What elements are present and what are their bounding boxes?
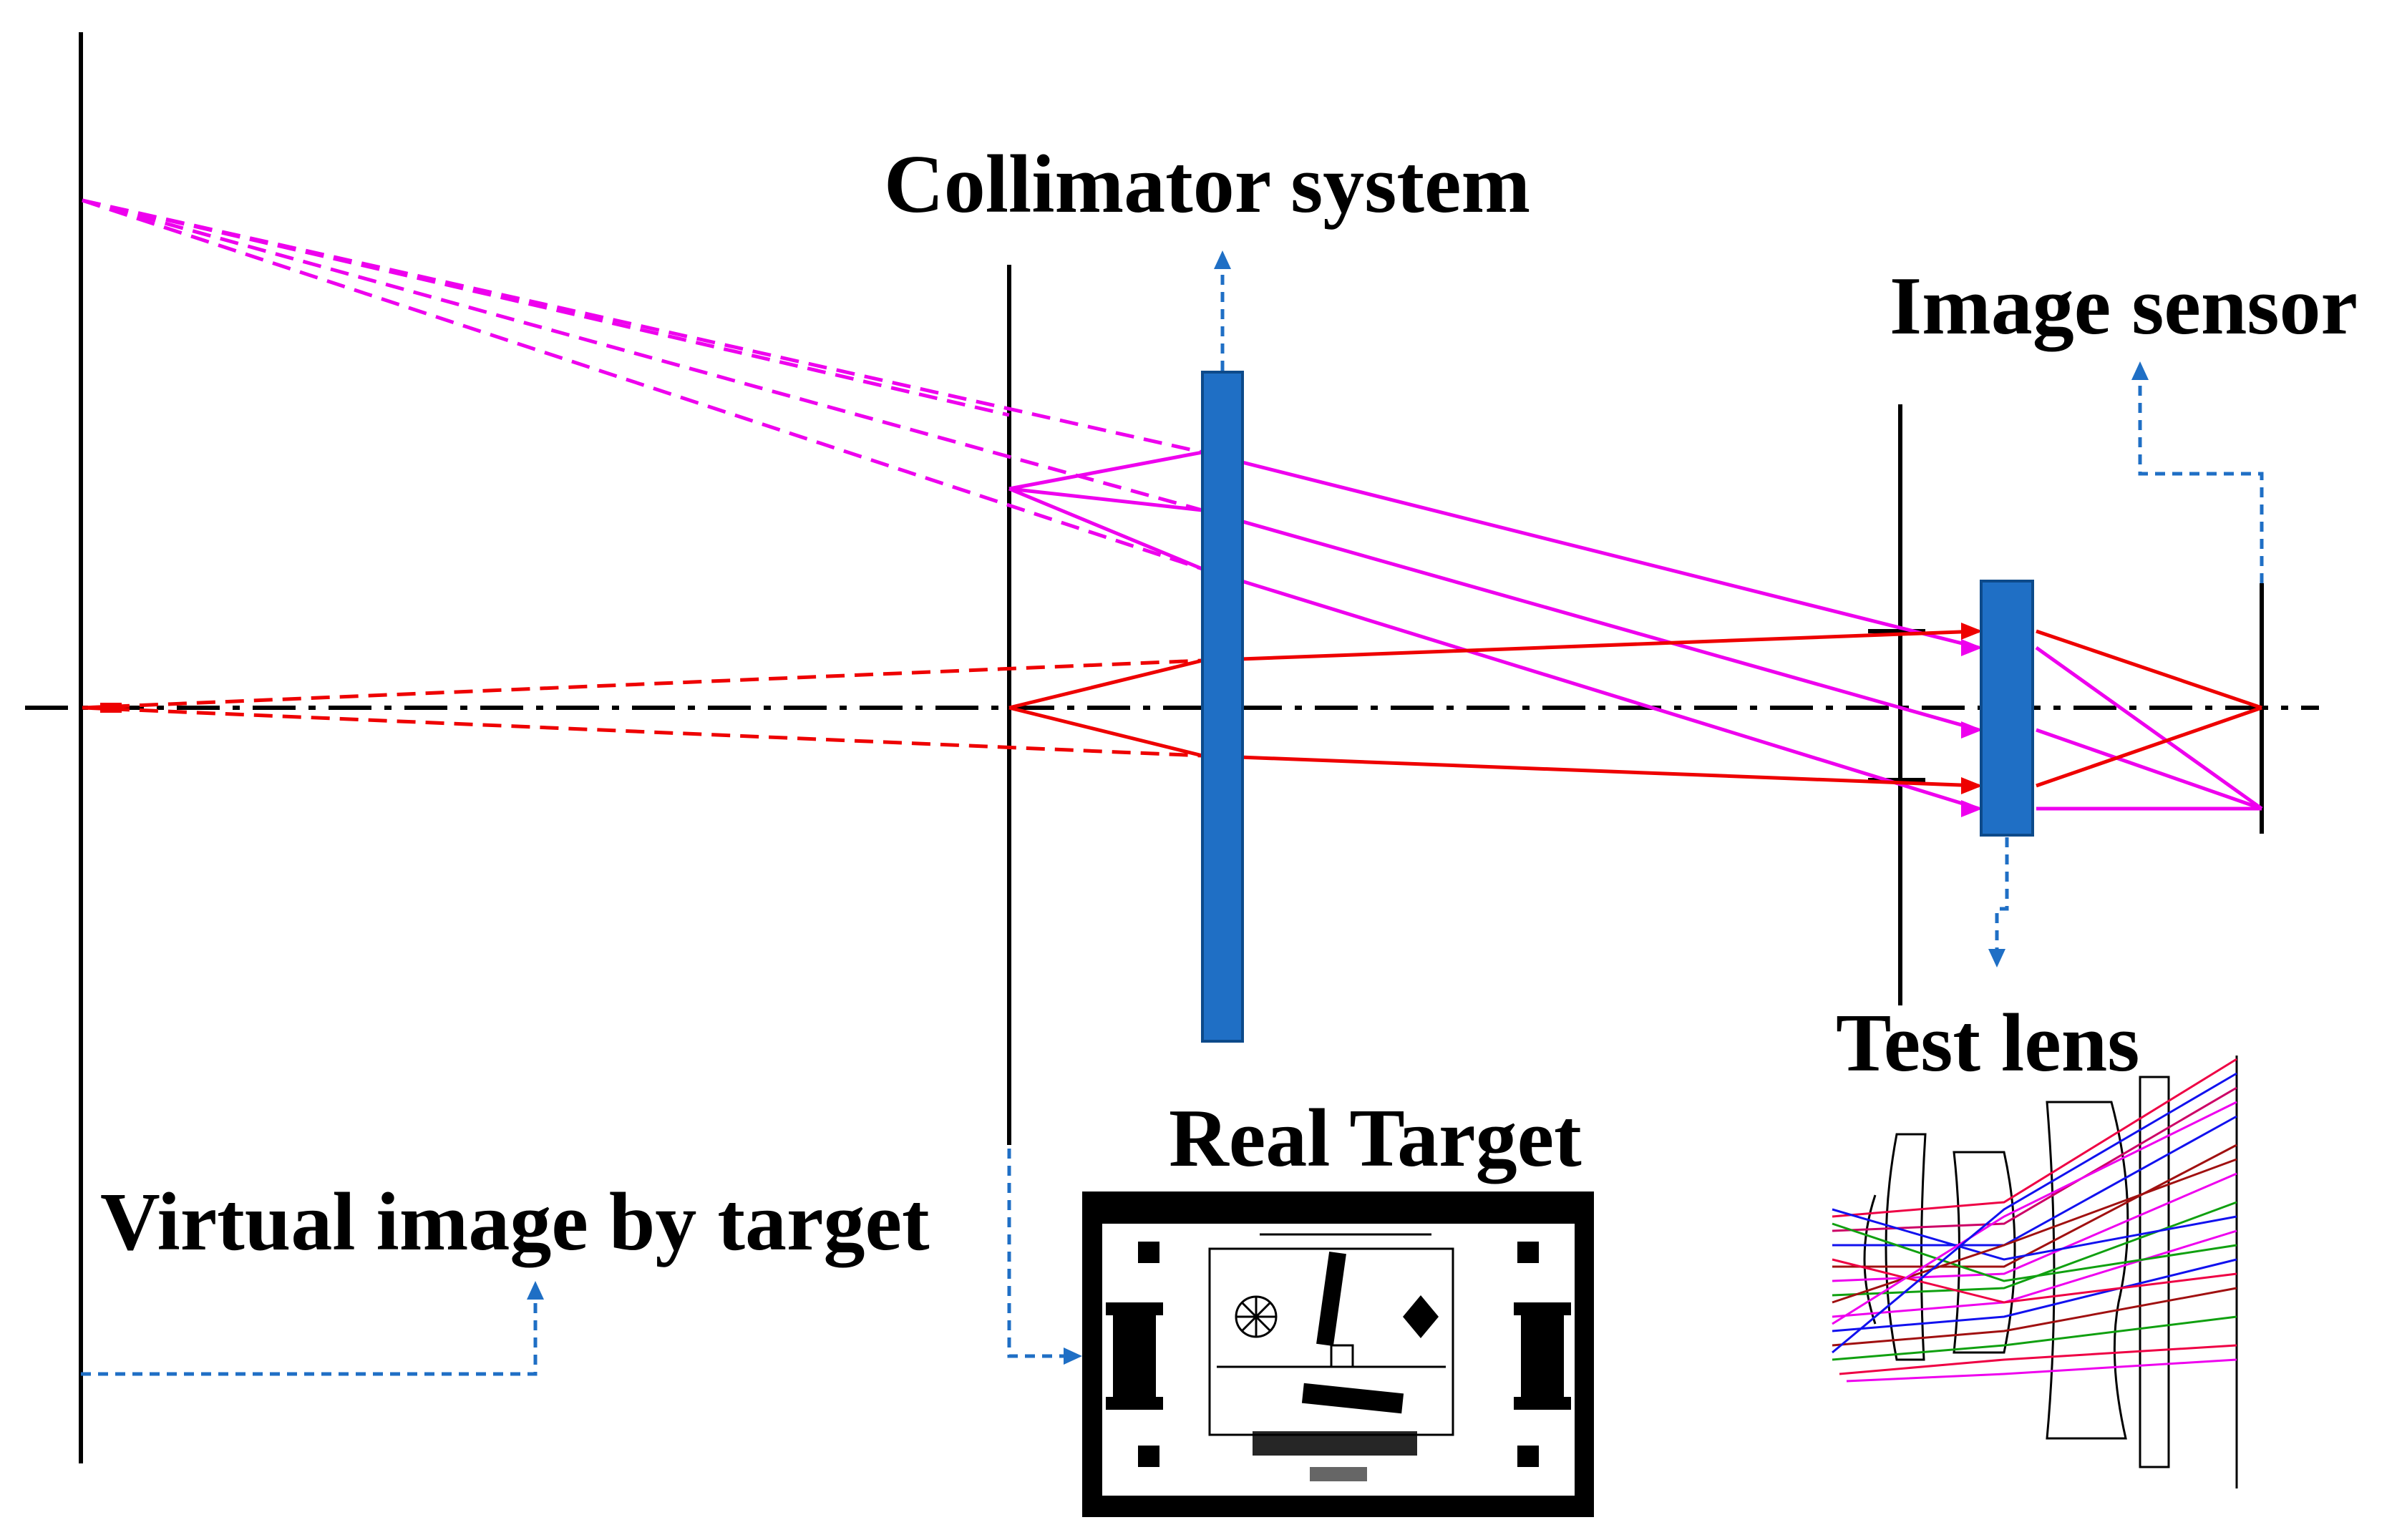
virtual-chief-rays — [82, 198, 1203, 571]
pointer-collimator-arrow — [1214, 250, 1231, 269]
virtual-marginal-rays — [82, 658, 1203, 758]
pointer-test-lens — [1995, 837, 2009, 952]
collimator-system-label: Collimator system — [884, 139, 1531, 230]
pointer-real-target — [1007, 1149, 1066, 1358]
virtual-point-marker — [100, 703, 122, 713]
test-lens-label: Test lens — [1836, 998, 2140, 1089]
marginal-ray-arrows — [1961, 623, 1983, 794]
lens-ray-trace-icon — [1832, 1056, 2238, 1488]
chief-ray-arrows — [1961, 639, 1983, 817]
resolution-test-chart-icon — [1082, 1191, 1594, 1517]
pointer-test-lens-arrow — [1988, 949, 2005, 968]
pointer-virtual-image-arrow — [527, 1281, 544, 1300]
pointer-image-sensor-arrow — [2131, 361, 2149, 380]
real-target-label: Real Target — [1169, 1093, 1582, 1184]
pointer-real-target-arrow — [1064, 1348, 1082, 1365]
image-sensor-label: Image sensor — [1890, 260, 2358, 352]
pointer-image-sensor — [2138, 372, 2264, 583]
test-lens-element — [1980, 580, 2034, 837]
virtual-image-label: Virtual image by target — [100, 1176, 930, 1268]
pointer-virtual-image — [81, 1295, 538, 1376]
collimator-lens — [1201, 371, 1244, 1043]
